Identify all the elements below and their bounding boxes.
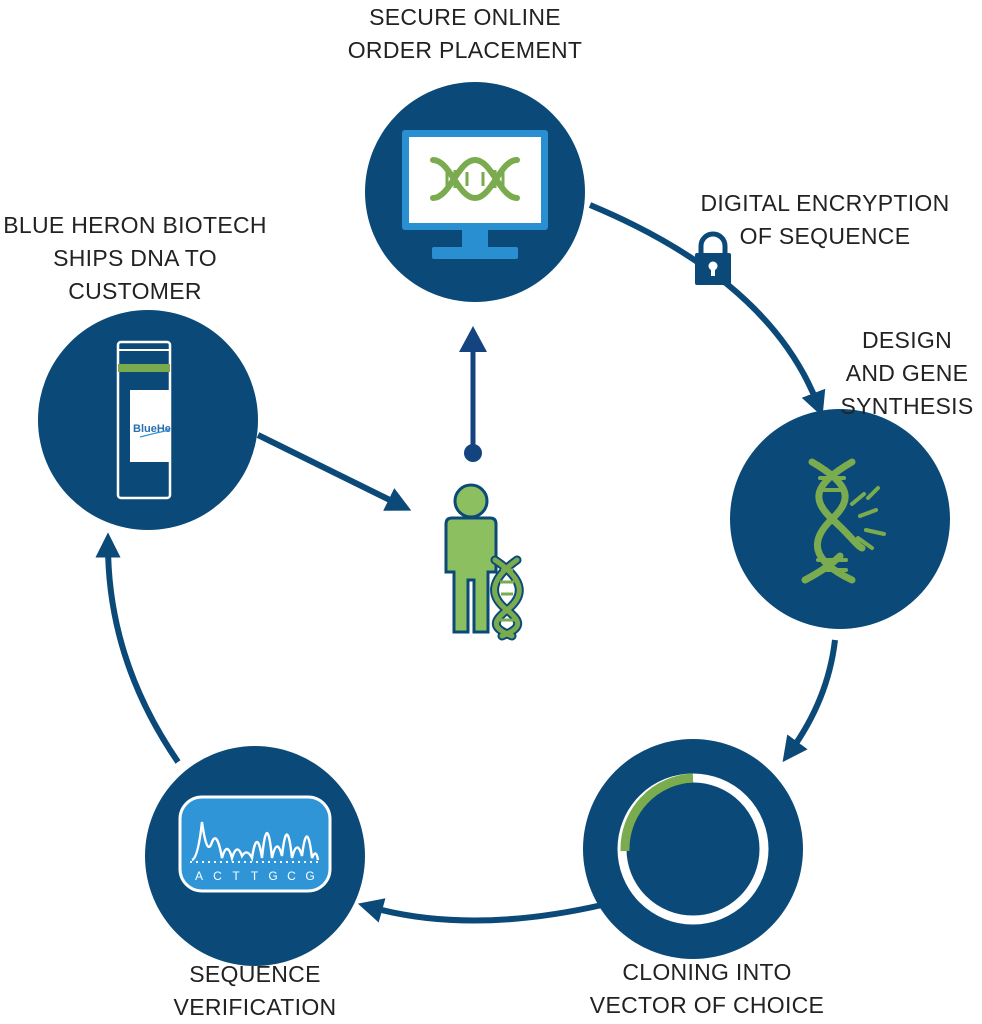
label-line: OF SEQUENCE (739, 223, 911, 249)
label-line: AND GENE (845, 360, 969, 386)
center-arrow (459, 326, 487, 462)
chromatogram-base: A (195, 869, 203, 883)
plasmid-vector-icon (583, 739, 803, 959)
chromatogram-base: T (232, 869, 240, 883)
label-line: SYNTHESIS (840, 393, 974, 419)
label-line: DIGITAL ENCRYPTION (700, 190, 950, 216)
arrow-cloning-to-verification (357, 898, 603, 924)
arrow-synthesis-to-cloning (782, 639, 838, 763)
label-order-placement: SECURE ONLINE ORDER PLACEMENT (330, 1, 600, 67)
chromatogram-base: C (213, 869, 222, 883)
chromatogram-base: G (268, 869, 277, 883)
label-line: VECTOR OF CHOICE (589, 992, 825, 1018)
chromatogram-base: G (305, 869, 314, 883)
arrow-order-to-synthesis (588, 202, 826, 417)
dna-vial-icon: BlueHe (38, 310, 258, 530)
label-line: BLUE HERON BIOTECH (3, 212, 267, 238)
arrow-shipping-to-customer (256, 432, 412, 511)
label-line: SHIPS DNA TO (53, 245, 217, 271)
label-synthesis: DESIGN AND GENE SYNTHESIS (832, 324, 982, 423)
label-cloning: CLONING INTO VECTOR OF CHOICE (577, 956, 837, 1022)
label-line: SECURE ONLINE (369, 4, 561, 30)
chromatogram-base: C (287, 869, 296, 883)
dna-helix-icon (730, 409, 950, 629)
label-shipping: BLUE HERON BIOTECH SHIPS DNA TO CUSTOMER (0, 209, 270, 308)
label-verification: SEQUENCE VERIFICATION (150, 958, 360, 1024)
padlock-icon (695, 231, 731, 285)
label-line: CLONING INTO (622, 959, 792, 985)
customer-dna-icon (444, 483, 524, 641)
label-line: SEQUENCE (189, 961, 321, 987)
computer-dna-icon (365, 82, 585, 302)
chromatogram-base: T (251, 869, 259, 883)
vial-label: BlueHe (133, 423, 171, 435)
label-line: CUSTOMER (68, 278, 202, 304)
arrow-verification-to-shipping (95, 532, 181, 764)
label-line: ORDER PLACEMENT (347, 37, 583, 63)
label-encryption: DIGITAL ENCRYPTION OF SEQUENCE (680, 187, 970, 253)
label-line: DESIGN (862, 327, 952, 353)
label-line: VERIFICATION (173, 994, 337, 1020)
